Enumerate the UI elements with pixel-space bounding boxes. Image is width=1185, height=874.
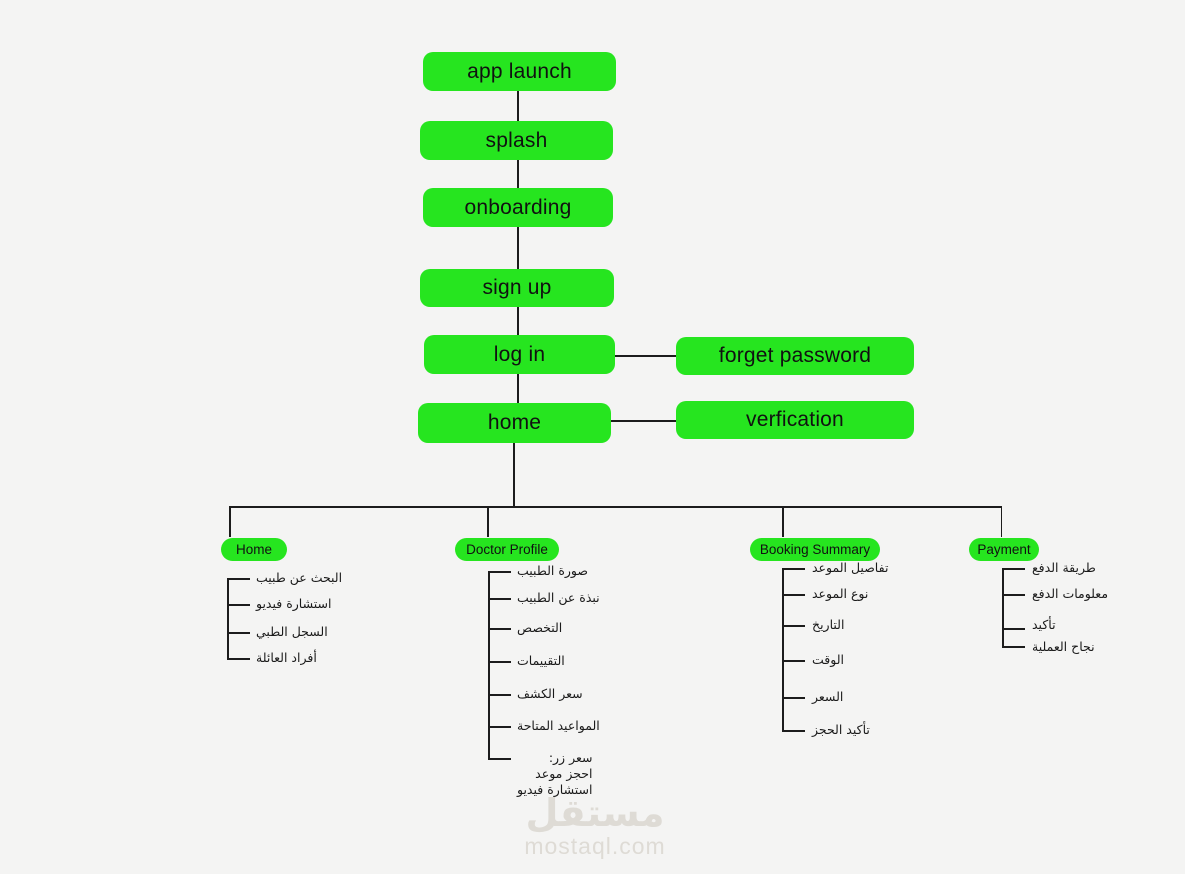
tree-item-appointment-type: نوع الموعد	[812, 586, 869, 601]
tree-item-family-members: أفراد العائلة	[256, 650, 317, 665]
tree-trunk-line	[488, 571, 490, 759]
tree-item-ratings: التقييمات	[517, 653, 565, 668]
flow-node-label: app launch	[467, 59, 572, 83]
tree-tick-line	[227, 604, 250, 606]
tree-tick-line	[488, 661, 511, 663]
flow-node-forget-password[interactable]: forget password	[676, 337, 914, 375]
flow-node-app-launch[interactable]: app launch	[423, 52, 616, 91]
tree-tick-line	[488, 598, 511, 600]
connector-line	[487, 506, 489, 537]
connector-line	[1000, 506, 1002, 537]
tree-trunk-line	[782, 568, 784, 731]
tree-tick-line	[1002, 628, 1025, 630]
connector-line	[513, 443, 515, 507]
tree-tick-line	[782, 697, 805, 699]
connector-line	[229, 506, 231, 537]
branch-label-text: Home	[235, 542, 272, 557]
branch-label-text: Payment	[977, 542, 1031, 557]
tree-item-confirm-booking: تأكيد الحجز	[812, 722, 870, 737]
connector-line	[517, 160, 519, 188]
tree-item-search-doctor: البحث عن طبيب	[256, 570, 343, 585]
watermark-logo-text: مستقل	[525, 791, 665, 835]
tree-item-line: استشارة فيديو	[517, 782, 593, 797]
tree-item-doctor-bio: نبذة عن الطبيب	[517, 590, 600, 605]
connector-line	[517, 307, 519, 335]
tree-tick-line	[488, 694, 511, 696]
connector-line	[517, 374, 519, 403]
branch-label-home[interactable]: Home	[221, 538, 287, 561]
watermark: مستقل mostaql.com	[505, 792, 685, 858]
tree-tick-line	[1002, 646, 1025, 648]
flow-node-sign-up[interactable]: sign up	[420, 269, 614, 307]
tree-item-success: نجاح العملية	[1032, 639, 1095, 654]
tree-tick-line	[488, 628, 511, 630]
flow-node-label: sign up	[482, 276, 552, 299]
tree-item-payment-info: معلومات الدفع	[1032, 586, 1109, 601]
tree-tick-line	[227, 632, 250, 634]
tree-item-video-consult: استشارة فيديو	[256, 596, 332, 611]
tree-item-line: احجز موعد	[535, 766, 593, 781]
tree-item-price-buttons: سعر زر: احجز موعد استشارة فيديو	[517, 750, 592, 798]
flow-node-label: splash	[485, 128, 548, 152]
flow-node-onboarding[interactable]: onboarding	[423, 188, 613, 227]
tree-item-date: التاريخ	[812, 617, 845, 632]
branch-label-booking-summary[interactable]: Booking Summary	[750, 538, 880, 561]
connector-line	[611, 420, 676, 422]
tree-trunk-line	[1002, 568, 1004, 647]
connector-line	[517, 91, 519, 121]
tree-tick-line	[1002, 594, 1025, 596]
connector-line	[782, 506, 784, 537]
tree-item-price: السعر	[812, 689, 844, 704]
tree-trunk-line	[227, 578, 229, 660]
tree-item-payment-method: طريقة الدفع	[1032, 560, 1096, 575]
tree-item-exam-price: سعر الكشف	[517, 686, 583, 701]
tree-tick-line	[1002, 568, 1025, 570]
tree-tick-line	[782, 625, 805, 627]
tree-item-line: سعر زر:	[548, 750, 593, 765]
tree-tick-line	[782, 730, 805, 732]
tree-item-appointment-details: تفاصيل الموعد	[812, 560, 889, 575]
tree-tick-line	[782, 568, 805, 570]
tree-item-medical-record: السجل الطبي	[256, 624, 328, 639]
tree-item-confirm: تأكيد	[1032, 617, 1056, 632]
tree-tick-line	[227, 578, 250, 580]
branch-label-payment[interactable]: Payment	[969, 538, 1039, 561]
branch-label-text: Booking Summary	[759, 542, 871, 557]
tree-item-time: الوقت	[812, 652, 844, 667]
branch-label-text: Doctor Profile	[466, 542, 548, 557]
flow-node-verfication[interactable]: verfication	[676, 401, 914, 439]
flow-node-label: home	[487, 411, 542, 434]
flow-node-label: forget password	[718, 344, 872, 367]
tree-tick-line	[488, 571, 511, 573]
flow-node-home[interactable]: home	[418, 403, 611, 443]
tree-tick-line	[782, 594, 805, 596]
tree-item-available-slots: المواعيد المتاحة	[517, 718, 600, 733]
flow-node-splash[interactable]: splash	[420, 121, 613, 160]
flow-node-label: onboarding	[464, 195, 572, 219]
watermark-domain-text: mostaql.com	[524, 833, 666, 859]
branch-label-doctor-profile[interactable]: Doctor Profile	[455, 538, 559, 561]
flow-node-log-in[interactable]: log in	[424, 335, 615, 374]
tree-tick-line	[488, 758, 511, 760]
flow-node-label: verfication	[746, 408, 844, 431]
tree-tick-line	[782, 660, 805, 662]
tree-item-specialty: التخصص	[517, 620, 563, 635]
connector-line	[517, 227, 519, 269]
tree-item-doctor-photo: صورة الطبيب	[517, 563, 588, 578]
connector-line	[615, 355, 676, 357]
flow-node-label: log in	[493, 342, 546, 366]
tree-tick-line	[227, 658, 250, 660]
tree-tick-line	[488, 726, 511, 728]
connector-line	[229, 506, 1002, 508]
